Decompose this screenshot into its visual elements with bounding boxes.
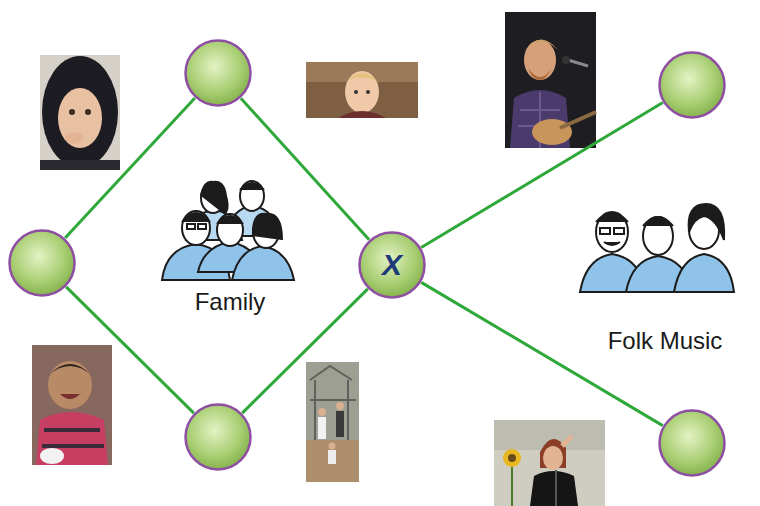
photo-singer: [494, 420, 605, 506]
node-circle: [658, 51, 726, 119]
photo-hooded-baby: [40, 55, 120, 170]
network-node: [184, 39, 252, 107]
group-label: Folk Music: [608, 327, 723, 355]
link-line: [65, 98, 195, 238]
network-node: [658, 51, 726, 119]
folk-music-icon: [580, 204, 734, 292]
network-node: X: [358, 231, 426, 299]
node-circle: [658, 409, 726, 477]
photo-family-playground: [306, 362, 359, 482]
network-node: [184, 403, 252, 471]
family-icon: [162, 181, 294, 280]
group-label: Family: [195, 288, 266, 316]
node-circle: [8, 229, 76, 297]
link-line: [241, 98, 369, 240]
link-line: [66, 287, 194, 413]
node-letter: X: [382, 250, 402, 280]
node-circle: [184, 403, 252, 471]
link-line: [421, 102, 663, 247]
photo-laughing-baby: [32, 345, 112, 465]
photo-boy: [306, 62, 418, 118]
node-circle: [184, 39, 252, 107]
network-node: [658, 409, 726, 477]
photo-guitarist: [505, 12, 596, 148]
network-node: [8, 229, 76, 297]
